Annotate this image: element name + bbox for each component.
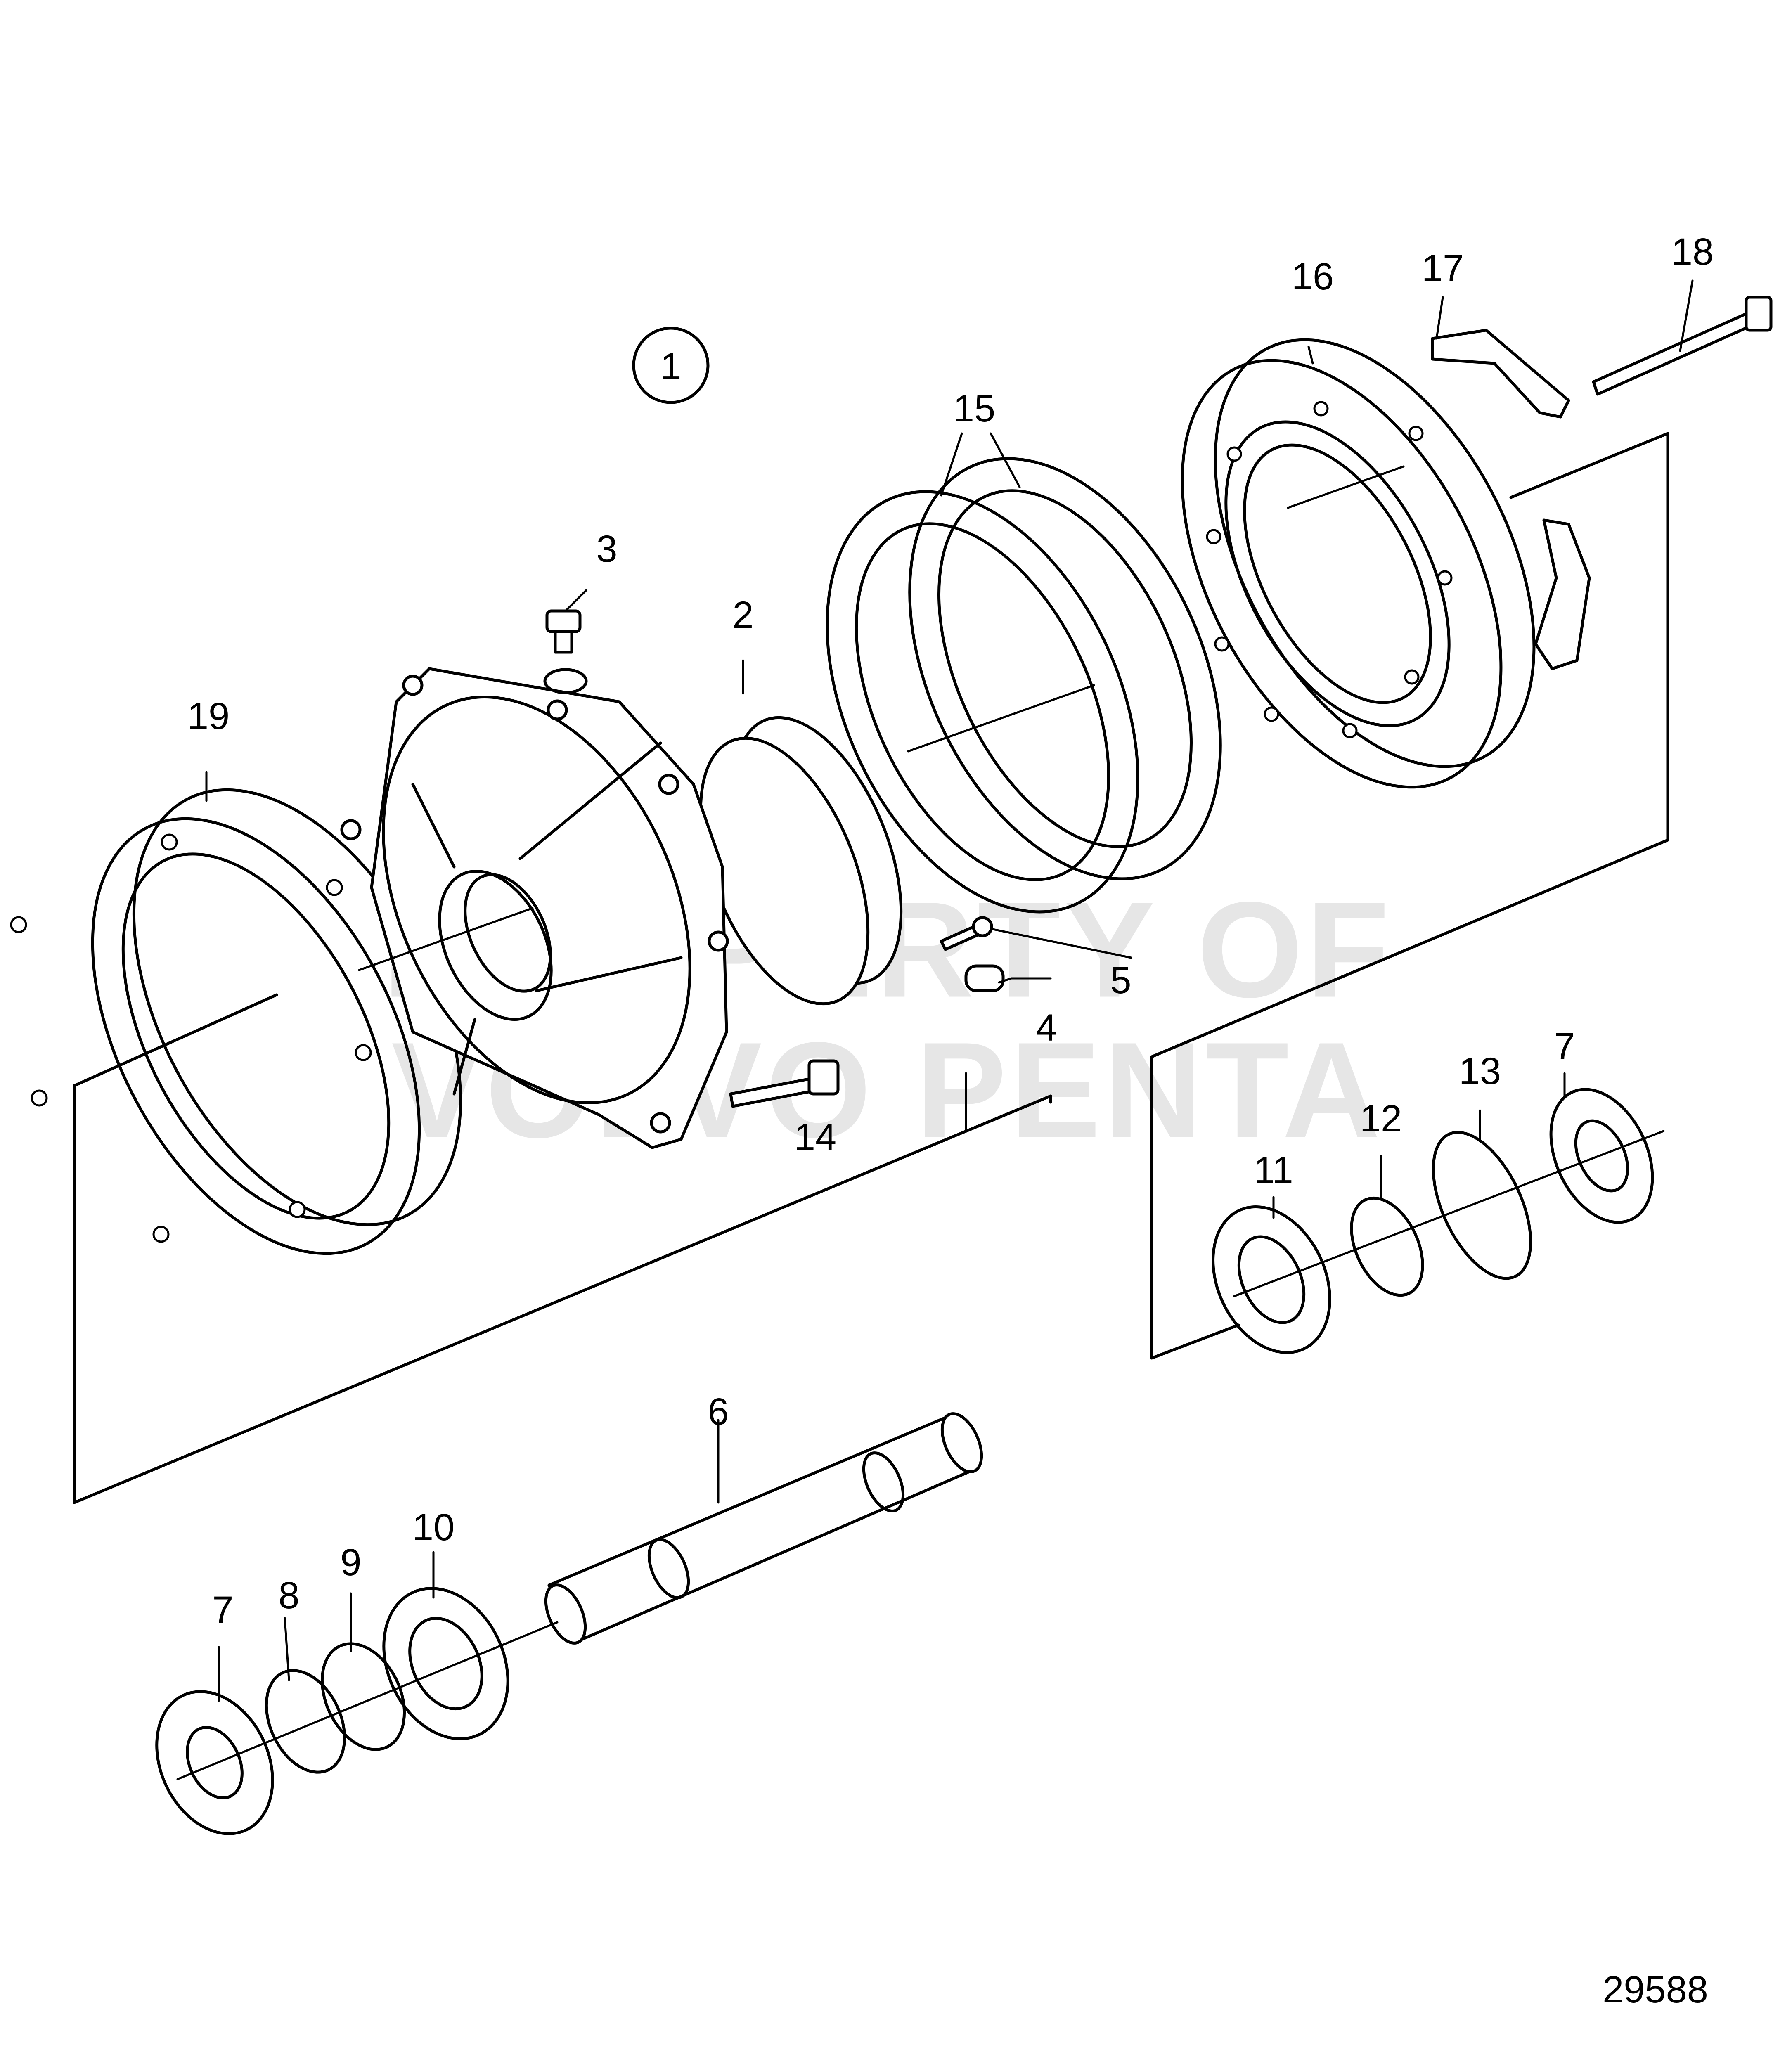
callout-10: 10 <box>412 1506 455 1548</box>
callout-labels: 2 3 4 5 6 7 7 8 9 10 11 12 13 14 15 16 1… <box>187 231 1714 1631</box>
callout-5: 5 <box>1110 959 1131 1001</box>
callout-15: 15 <box>953 388 995 430</box>
leader-lines <box>205 279 1694 1702</box>
callout-7-right: 7 <box>1554 1025 1575 1067</box>
part-19-ring <box>10 788 462 1255</box>
callout-2: 2 <box>732 594 753 636</box>
callout-8: 8 <box>278 1574 299 1617</box>
callout-11: 11 <box>1254 1149 1293 1191</box>
part-5-screw <box>940 916 993 951</box>
part-3-plug <box>545 609 582 654</box>
part-14-bolt <box>729 1059 840 1108</box>
center-lines <box>358 465 1405 971</box>
part-4-pin <box>964 964 1005 992</box>
assembly-bracket-right <box>1150 432 1669 1360</box>
part-18-bolt <box>1592 296 1773 396</box>
callout-9: 9 <box>340 1541 361 1583</box>
bearing-stack-right <box>1212 1088 1665 1354</box>
part-2-housing <box>340 667 903 1149</box>
callout-12: 12 <box>1360 1098 1402 1140</box>
callout-6: 6 <box>708 1391 729 1433</box>
callout-17: 17 <box>1422 247 1464 289</box>
assembly-bracket-left <box>73 993 1052 1504</box>
callout-18: 18 <box>1671 231 1714 273</box>
part-16-flange <box>1181 338 1536 789</box>
part-15-seal-rings <box>826 457 1222 914</box>
callout-14: 14 <box>794 1116 836 1158</box>
drawing-number: 29588 <box>1603 1969 1708 2011</box>
callout-3: 3 <box>596 528 617 570</box>
callout-19: 19 <box>187 695 230 737</box>
part-17-retainer-halves <box>1431 329 1591 670</box>
callout-16: 16 <box>1292 256 1334 298</box>
part-6-shaft <box>544 1412 983 1645</box>
bearing-stack-left <box>155 1587 559 1835</box>
callout-7-left: 7 <box>212 1589 233 1631</box>
callout-13: 13 <box>1459 1050 1501 1092</box>
group-marker: 1 <box>632 327 710 404</box>
group-marker-label: 1 <box>660 346 681 388</box>
callout-4: 4 <box>1036 1007 1057 1049</box>
